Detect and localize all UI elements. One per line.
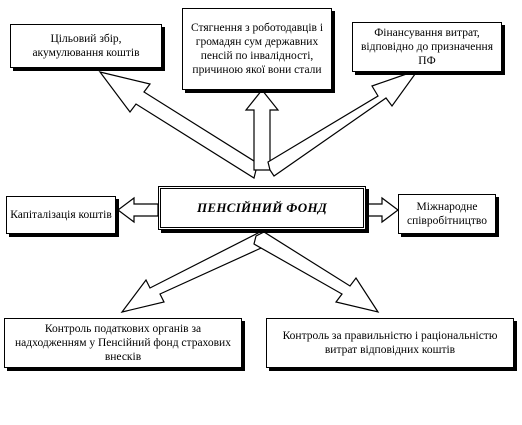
arrow-to-top-left	[98, 71, 264, 179]
box-middle-left-text: Капіталізація коштів	[10, 209, 112, 221]
box-bottom-right-text: Контроль за правильністю і раціональніст…	[282, 330, 498, 356]
arrow-to-bottom-right	[253, 231, 380, 313]
box-middle-right: Міжнародне співробітництво	[398, 194, 496, 234]
box-top-right: Фінансування витрат, відповідно до призн…	[352, 22, 502, 72]
box-top-right-text: Фінансування витрат, відповідно до призн…	[361, 27, 493, 67]
arrow-to-middle-left	[117, 196, 159, 224]
arrow-to-middle-right	[365, 196, 399, 224]
box-top-center-text: Стягнення з роботодавців і громадян сум …	[190, 22, 324, 76]
box-middle-left: Капіталізація коштів	[6, 196, 116, 234]
center-box-label: ПЕНСІЙНИЙ ФОНД	[196, 200, 328, 215]
arrow-to-bottom-left	[120, 231, 271, 313]
box-bottom-left-text: Контроль податкових органів за надходжен…	[15, 323, 231, 363]
center-box-pension-fund: ПЕНСІЙНИЙ ФОНД	[158, 186, 366, 230]
box-top-center: Стягнення з роботодавців і громадян сум …	[182, 8, 332, 90]
arrow-to-top-center	[244, 89, 280, 171]
box-middle-right-text: Міжнародне співробітництво	[406, 201, 488, 227]
box-top-left-text: Цільовий збір, акумулювання коштів	[32, 33, 140, 59]
box-bottom-right: Контроль за правильністю і раціональніст…	[266, 318, 514, 368]
box-top-left: Цільовий збір, акумулювання коштів	[10, 24, 162, 68]
box-bottom-left: Контроль податкових органів за надходжен…	[4, 318, 242, 368]
